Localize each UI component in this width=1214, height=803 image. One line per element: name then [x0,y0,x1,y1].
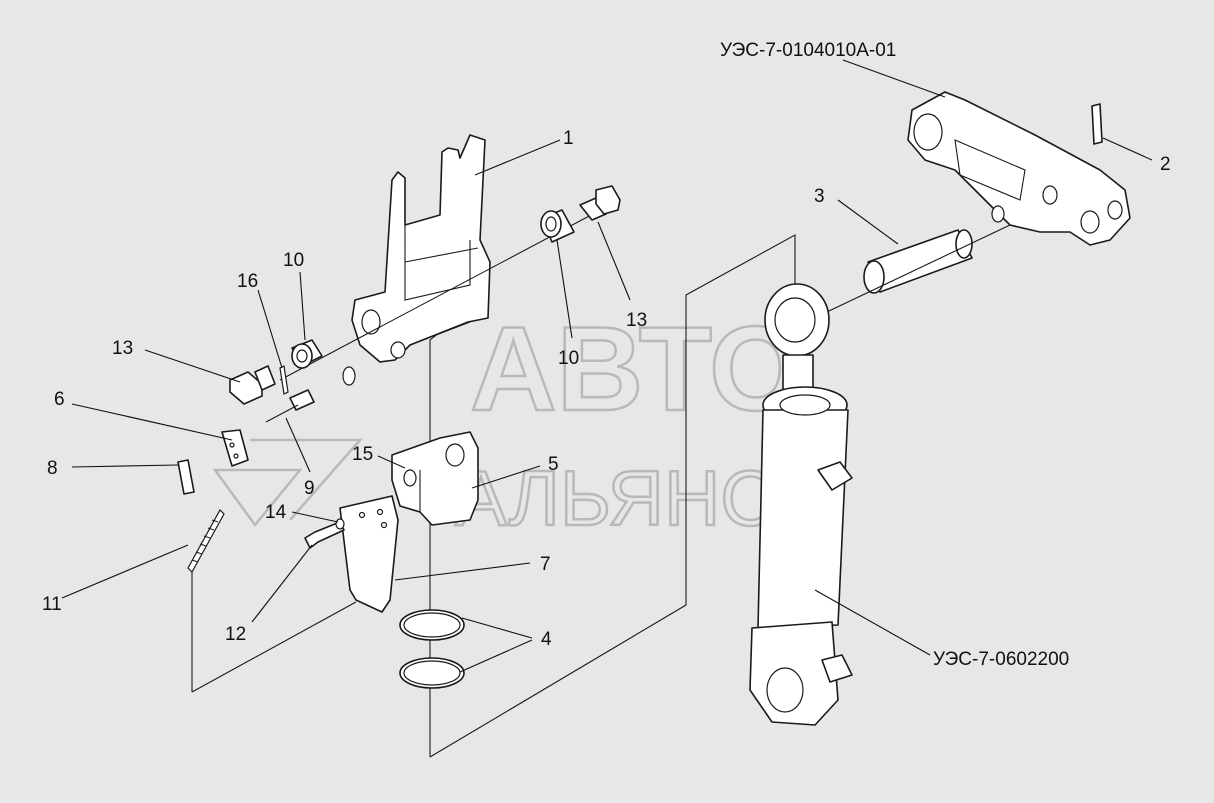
callout-1: 1 [563,128,574,149]
callout-13-left: 13 [112,338,133,359]
callout-15: 15 [352,444,373,465]
bracket-right-frame [429,234,796,758]
watermark-logo-mark [212,438,363,528]
axle-axis-line [809,224,1011,321]
callout-14: 14 [265,502,287,523]
bushing-part-10-left [291,339,323,369]
callout-assembly-cylinder: УЭС-7-0602200 [933,649,1069,670]
callout-12: 12 [225,624,246,645]
axle-part-3 [863,229,973,294]
watermark-line1: АВТО [470,302,802,436]
callout-5: 5 [548,454,559,475]
callout-13-right: 13 [626,310,647,331]
spring-coils [191,519,219,563]
fork-body [351,134,491,363]
callout-2: 2 [1160,154,1171,175]
callout-4: 4 [541,629,552,650]
bracket-spring-plate [191,601,357,693]
pin-part-2 [1091,103,1103,145]
mounting-plate-part-7 [339,495,399,613]
pin-part-9 [265,389,315,423]
watermark: АВТО АЛЬЯНС [212,301,804,543]
leader-lines [61,59,1153,673]
valve-block-part-5 [391,431,479,526]
watermark-line2: АЛЬЯНС [455,454,777,542]
split-pin-part-16 [279,365,289,395]
hydraulic-cylinder [749,283,853,726]
callout-8: 8 [47,458,58,479]
key-part-8 [177,459,195,495]
fork-hole-left [361,309,381,335]
fork-bracket-part-1 [351,134,491,363]
callout-11: 11 [42,594,62,615]
washer-part-14 [335,518,345,530]
callout-16: 16 [237,271,258,292]
callout-7: 7 [540,554,551,575]
spring-part-11 [187,509,225,573]
callouts: УЭС-7-0104010А-01 УЭС-7-0602200 1 2 3 4 … [42,40,1171,670]
plate-part-6 [221,429,249,467]
plug-part-13-right [579,185,621,221]
callout-6: 6 [54,389,65,410]
callout-assembly-top: УЭС-7-0104010А-01 [720,40,896,61]
bushing-part-10-right [540,209,575,243]
callout-3: 3 [814,186,825,207]
top-link-assembly [907,91,1131,246]
ring-part-15 [342,366,356,386]
fork-hole-right [390,341,406,359]
fork-crossbar [404,225,479,346]
callout-10-right: 10 [558,348,579,369]
plug-part-13-left [229,365,276,405]
top-link-slot [954,139,1026,201]
callout-10-left: 10 [283,250,304,271]
callout-9: 9 [304,478,315,499]
